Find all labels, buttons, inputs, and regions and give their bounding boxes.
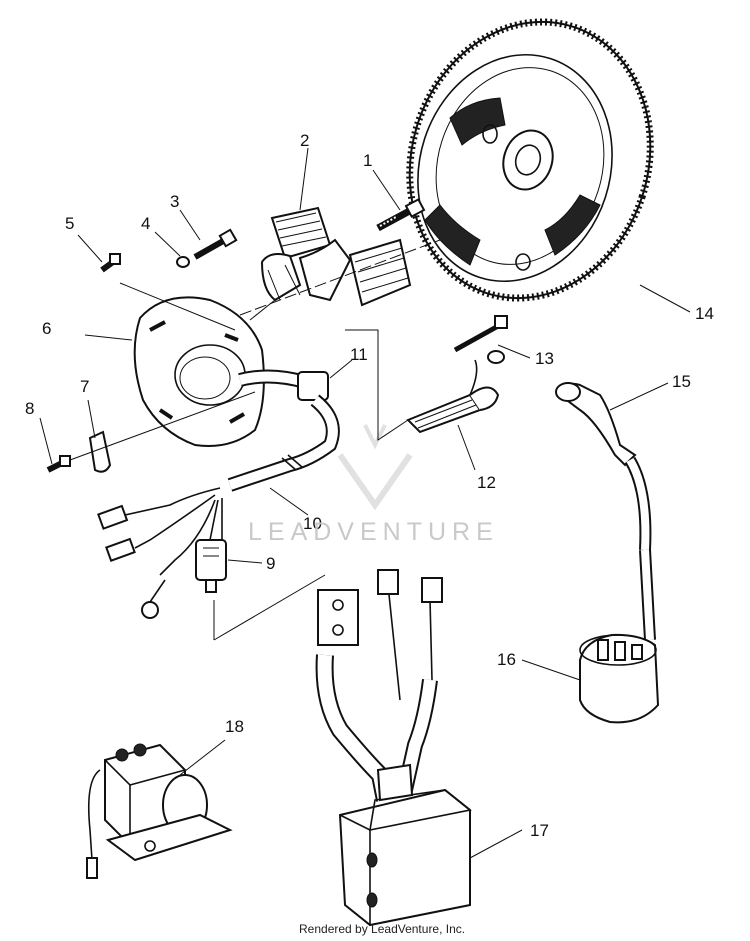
credit-text: Rendered by LeadVenture, Inc. — [299, 922, 466, 936]
cdi-unit — [315, 569, 472, 927]
screw-8 — [46, 455, 71, 473]
callout-9: 9 — [266, 554, 276, 573]
starter-solenoid — [86, 743, 233, 879]
callout-10: 10 — [303, 514, 322, 533]
stator-plate — [133, 296, 265, 447]
bolt-1 — [376, 198, 426, 232]
callout-7: 7 — [80, 377, 90, 396]
callout-18: 18 — [225, 717, 244, 736]
callout-16: 16 — [497, 650, 516, 669]
leader-8-axis — [69, 391, 256, 461]
callout-13: 13 — [535, 349, 554, 368]
callout-5: 5 — [65, 214, 75, 233]
leader-center-axis — [239, 239, 441, 316]
leader-12-bracket — [345, 329, 409, 441]
connector-9 — [195, 539, 227, 593]
callout-4: 4 — [141, 214, 151, 233]
flywheel — [406, 18, 654, 302]
callout-8: 8 — [25, 399, 35, 418]
callout-1: 1 — [363, 151, 373, 170]
callout-15: 15 — [672, 372, 691, 391]
stator-coils — [260, 206, 412, 307]
washer-4 — [176, 256, 190, 268]
ignition-coil — [579, 633, 660, 724]
callout-17: 17 — [530, 821, 549, 840]
clamp-7 — [88, 430, 112, 473]
leader-lines-6 — [84, 282, 276, 341]
leader-9-bracket — [213, 574, 326, 641]
wire-harness — [97, 369, 340, 619]
screw-3 — [193, 228, 238, 260]
leader-lines — [39, 147, 691, 859]
callout-11: 11 — [350, 345, 368, 364]
spark-plug-cap — [555, 382, 656, 641]
callout-6: 6 — [42, 319, 52, 338]
trigger-coil — [406, 315, 508, 434]
callout-3: 3 — [170, 192, 180, 211]
watermark-logo — [337, 424, 413, 511]
screw-5 — [100, 253, 121, 273]
callout-14: 14 — [695, 304, 714, 323]
callout-2: 2 — [300, 131, 310, 150]
callout-12: 12 — [477, 473, 496, 492]
watermark-text: LEADVENTURE — [248, 518, 499, 546]
